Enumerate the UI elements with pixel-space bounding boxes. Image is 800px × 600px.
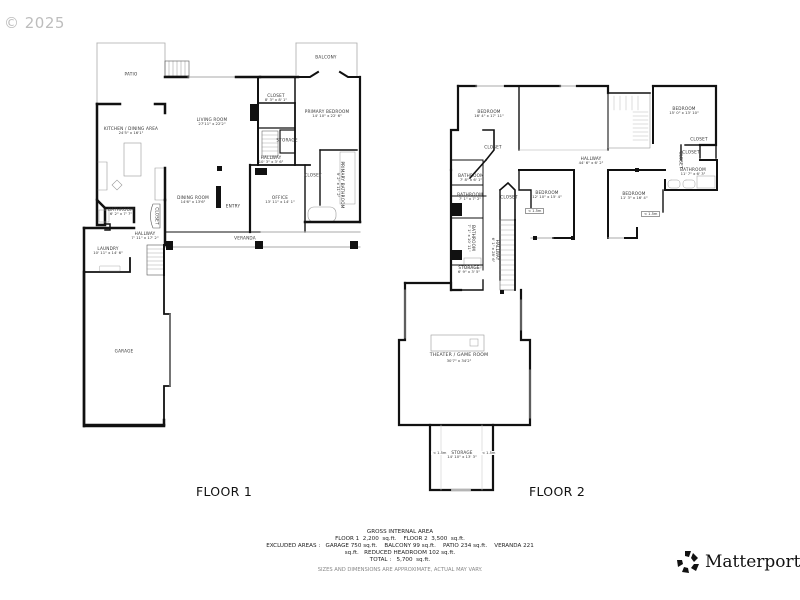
room-veranda: VERANDA	[234, 235, 256, 241]
room-closet-dining: CLOSET	[154, 207, 160, 225]
room-storage-f1: STORAGE	[276, 137, 298, 143]
room-closet-hall: CLOSET	[678, 151, 684, 169]
room-bathroom-f2-b: BATHROOM 7' 1" x 7' 2"	[457, 192, 483, 202]
room-closet-nw: CLOSET	[484, 144, 502, 150]
room-hallway-upper-f1: HALLWAY 10' 3" x 3' 6"	[258, 155, 284, 165]
brand-name: Matterport	[705, 552, 800, 572]
floor-1-label: FLOOR 1	[196, 484, 253, 499]
floor-2-label: FLOOR 2	[529, 484, 586, 499]
room-bedroom-middle: BEDROOM 12' 10" x 15' 4"	[532, 190, 562, 200]
copyright-watermark: © 2025	[4, 14, 65, 32]
room-bathroom-f2-c: BATHROOM 7' 1" x 10' 11"	[466, 224, 476, 252]
room-entry: ENTRY	[225, 203, 241, 209]
room-closet-ne-small: CLOSET	[682, 149, 700, 155]
room-theater-game: THEATER / GAME ROOM 30'7" x 34'2"	[429, 352, 489, 363]
room-bathroom-f1: BATHROOM 6' 2" x 7' 7"	[108, 207, 134, 217]
room-balcony: BALCONY	[315, 54, 337, 60]
room-primary-bedroom: PRIMARY BEDROOM 14' 10" x 22' 6"	[304, 109, 350, 119]
room-hallway-stairs-f2: HALLWAY 6' 1" x 28' 6"	[490, 237, 500, 263]
room-primary-bathroom: PRIMARY BATHROOM 9' 2" x 11' 2"	[335, 161, 345, 209]
room-dining-room: DINING ROOM 14'6" x 13'6"	[177, 195, 209, 205]
area-summary: GROSS INTERNAL AREA FLOOR 1 2,200 sq.ft.…	[240, 529, 560, 574]
reduced-headroom-tag: < 1.5m	[641, 211, 661, 217]
summary-excluded-areas-cont: sq.ft. REDUCED HEADROOM 102 sq.ft.	[344, 550, 456, 556]
summary-excluded-areas: EXCLUDED AREAS : GARAGE 750 sq.ft. BALCO…	[266, 543, 534, 549]
room-laundry: LAUNDRY 10' 11" x 14' 6"	[93, 246, 123, 256]
matterport-logo: Matterport	[676, 550, 800, 574]
summary-total: TOTAL : 5,700 sq.ft.	[369, 557, 431, 563]
room-patio: PATIO	[124, 71, 138, 77]
room-living-room: LIVING ROOM 27'11" x 22'2"	[196, 117, 228, 127]
room-office: OFFICE 13' 11" x 14' 1"	[265, 195, 295, 205]
room-bedroom-se: BEDROOM 11' 3" x 16' 4"	[620, 191, 648, 201]
room-closet-ne: CLOSET	[690, 136, 708, 142]
room-bedroom-ne: BEDROOM 15' 0" x 13' 10"	[669, 106, 699, 116]
room-hallway-lower-f1: HALLWAY 7' 11" x 17' 2"	[131, 231, 159, 241]
summary-disclaimer: SIZES AND DIMENSIONS ARE APPROXIMATE, AC…	[317, 567, 483, 573]
room-hallway-f2: HALLWAY 44' 6" x 6' 2"	[578, 156, 604, 166]
room-bathroom-f2-a: BATHROOM 7' 8" x 6' 1"	[458, 173, 484, 183]
reduced-headroom-tag: < 1.5m	[431, 451, 449, 455]
reduced-headroom-tag: < 1.5m	[480, 451, 498, 455]
summary-floor-areas: FLOOR 1 2,200 sq.ft. FLOOR 2 3,500 sq.ft…	[335, 536, 465, 542]
room-storage-large-f2: STORAGE 14' 10" x 13' 3"	[447, 450, 477, 460]
room-kitchen-dining: KITCHEN / DINING AREA 24'5" x 16'1"	[103, 126, 159, 136]
summary-title: GROSS INTERNAL AREA	[366, 529, 434, 535]
room-closet-middle: CLOSET	[500, 194, 518, 200]
room-storage-small-f2: STORAGE 6' 9" x 3' 5"	[457, 265, 481, 275]
room-garage: GARAGE	[114, 348, 134, 354]
room-closet-living: CLOSET 8' 3" x 8' 1"	[264, 93, 288, 103]
room-bedroom-nw: BEDROOM 16' 4" x 17' 11"	[474, 109, 504, 119]
matterport-mark-icon	[677, 551, 699, 573]
room-bathroom-f2-ne: BATHROOM 11' 7" x 6' 3"	[680, 167, 706, 177]
reduced-headroom-tag: < 1.5m	[525, 208, 545, 214]
room-closet-bath: CLOSET	[304, 172, 322, 178]
